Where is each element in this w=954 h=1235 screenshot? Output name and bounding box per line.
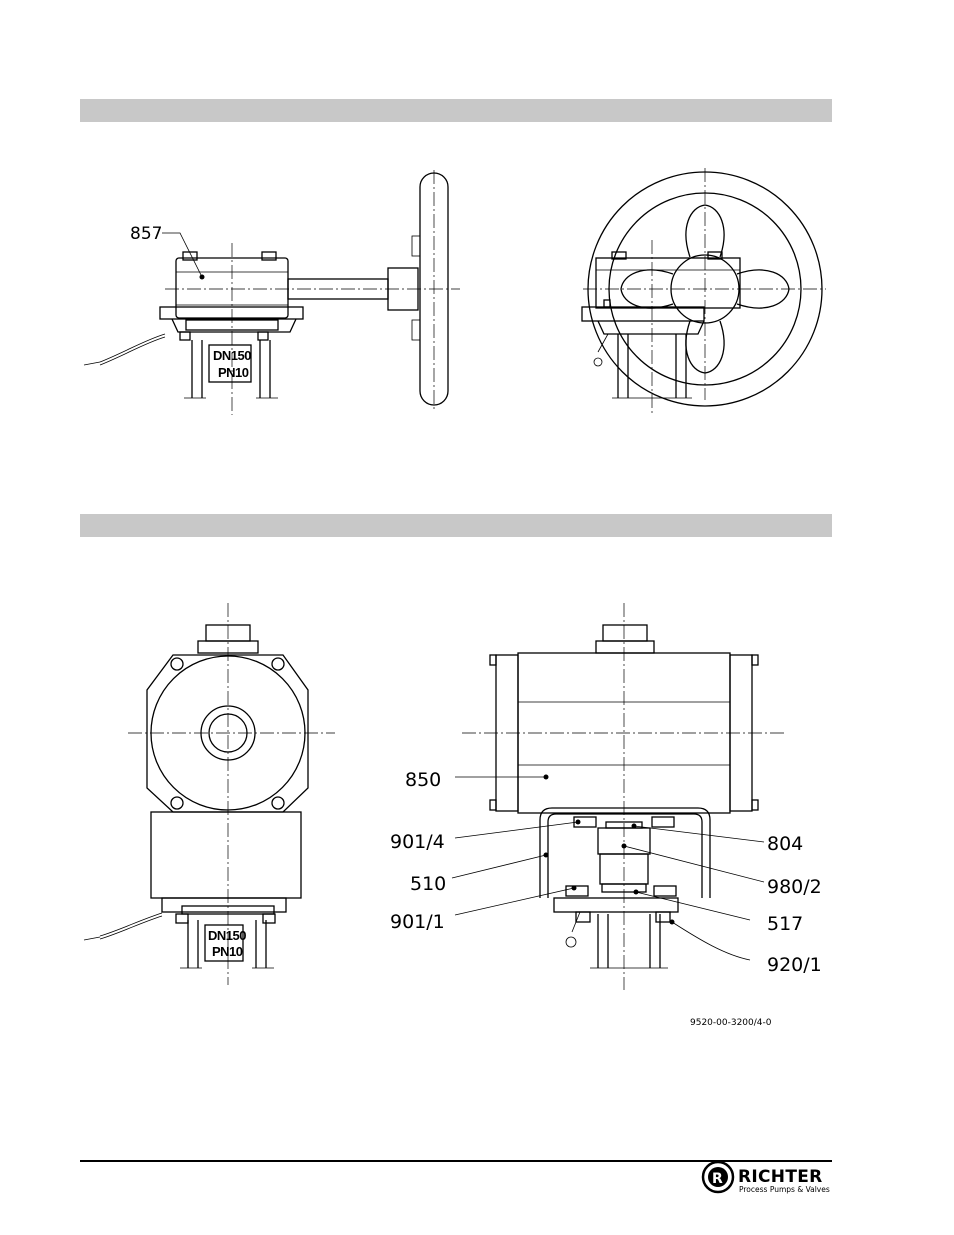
logo-mark: R — [712, 1171, 723, 1187]
actuator-front-view — [452, 603, 784, 990]
footer-rule — [80, 1160, 832, 1162]
label-857: 857 — [130, 224, 162, 244]
drawing-number: 9520-00-3200/4-0 — [690, 1018, 772, 1028]
plate-pn-text-2: PN10 — [212, 944, 243, 959]
label-901-1: 901/1 — [390, 911, 445, 933]
gearbox-front-view — [582, 168, 826, 415]
plate-pn-text: PN10 — [218, 365, 249, 380]
label-980-2: 980/2 — [767, 876, 822, 898]
label-517: 517 — [767, 913, 803, 935]
plate-dn-text: DN150 — [213, 348, 251, 363]
logo-name: RICHTER — [738, 1167, 823, 1187]
richter-logo: R — [703, 1162, 733, 1192]
label-804: 804 — [767, 833, 803, 855]
label-920-1: 920/1 — [767, 954, 822, 976]
label-850: 850 — [405, 769, 441, 791]
gearbox-side-view — [84, 170, 460, 415]
label-510: 510 — [410, 873, 446, 895]
label-901-4: 901/4 — [390, 831, 445, 853]
logo-tagline: Process Pumps & Valves — [739, 1185, 830, 1194]
plate-dn-text-2: DN150 — [208, 928, 246, 943]
